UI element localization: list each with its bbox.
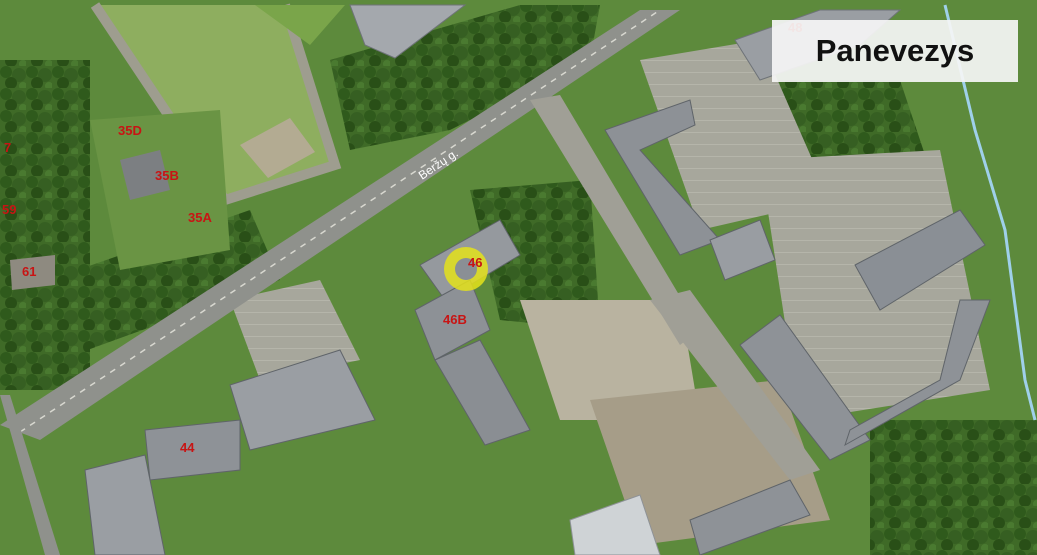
building-46b <box>414 279 491 361</box>
house-number-35d: 35D <box>118 123 142 138</box>
tree-cluster-southeast <box>870 420 1037 555</box>
building-corner <box>844 299 991 447</box>
tree-cluster-center <box>470 180 600 330</box>
house-number-44: 44 <box>180 440 195 455</box>
city-name: Panevezys <box>815 33 975 68</box>
boundary-line <box>943 4 1037 421</box>
building-small-east <box>709 219 776 281</box>
house-number-46b: 46B <box>443 312 467 327</box>
lawn-top <box>255 5 345 45</box>
open-ground <box>520 300 700 420</box>
building-north <box>349 4 467 59</box>
building-west-block <box>229 349 376 451</box>
side-road-west <box>0 395 60 555</box>
running-track <box>90 2 342 206</box>
house-number-35a: 35A <box>188 210 212 225</box>
city-name-box: Panevezys <box>772 20 1018 82</box>
field-pad <box>240 118 315 178</box>
marker-label: 46 <box>468 255 482 270</box>
house-35b <box>120 150 170 200</box>
building-far-east <box>854 209 986 311</box>
building-southeast <box>739 314 871 461</box>
building-southwest <box>84 454 166 555</box>
marker-center <box>455 258 477 280</box>
access-road <box>530 95 700 345</box>
building-south-east <box>689 479 811 555</box>
building-hangar <box>569 494 661 555</box>
location-marker[interactable]: 46 <box>444 247 488 291</box>
access-road-south <box>650 290 820 480</box>
house-number-35b: 35B <box>155 168 179 183</box>
house-number-7: 7 <box>4 140 11 155</box>
house-number-61: 61 <box>22 264 36 279</box>
building-east-long <box>604 99 721 256</box>
building-south-block <box>434 339 531 446</box>
house-number-59: 59 <box>2 202 16 217</box>
house-61 <box>10 255 55 290</box>
building-44 <box>144 419 241 481</box>
